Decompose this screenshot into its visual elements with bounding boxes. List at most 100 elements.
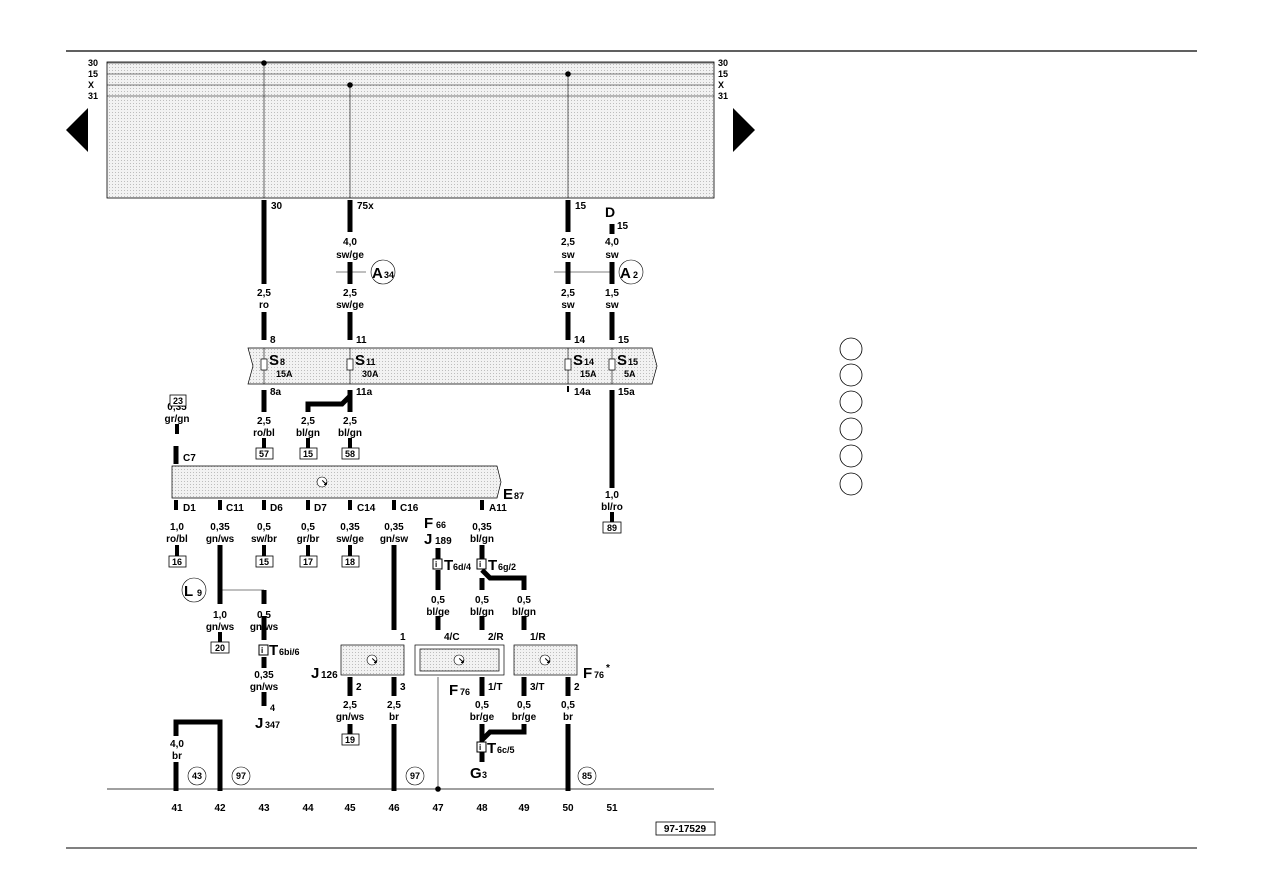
svg-text:2/R: 2/R [488,632,504,643]
svg-text:14: 14 [584,357,594,367]
svg-text:sw: sw [605,300,619,311]
f76-label: F [449,682,458,699]
internal-wires [263,63,569,198]
svg-text:gn/ws: gn/ws [336,712,365,723]
svg-text:S: S [617,352,627,369]
f76-star-icon [539,654,551,666]
svg-text:bl/gn: bl/gn [338,428,362,439]
fuse-input-pins: 8 11 14 15 [270,335,630,346]
lower-component-out-pins: 2 3 1/T 3/T 2 [356,682,580,693]
svg-text:2,5: 2,5 [343,288,357,299]
svg-text:gn/ws: gn/ws [206,534,235,545]
thick-wires-top [173,200,615,488]
svg-text:1,0: 1,0 [213,610,227,621]
ref-circle-85: 85 [577,766,597,786]
plug-t6bi6: i T 6bi/6 [258,642,300,659]
svg-text:T: T [269,642,278,659]
rail-labels-right: 30 15 X 31 [718,58,728,101]
f76-arrow-icon: ↘ [458,656,465,665]
svg-text:15A: 15A [580,369,597,379]
svg-text:8: 8 [270,335,276,346]
ref-circle-43: 43 [187,766,207,786]
svg-text:bl/gn: bl/gn [470,607,494,618]
svg-text:58: 58 [345,449,355,459]
svg-text:48: 48 [476,803,488,814]
fuse-s11: S 11 30A [355,352,379,379]
wire-labels-bottom: 2,5 gn/ws 2,5 br 0,5 br/ge 0,5 br/ge 0,5… [170,700,575,762]
svg-text:A: A [372,265,383,282]
pin-4: 4 [270,703,275,713]
fuse-s8: S 8 15A [269,352,293,379]
svg-text:bl/ro: bl/ro [601,502,623,513]
svg-text:15: 15 [617,221,629,232]
ce-terminal-labels: 30 75x 15 D 15 [271,201,629,232]
ref-stubs-mid [175,424,614,522]
svg-text:br: br [172,751,182,762]
j126-arrow-icon: ↘ [371,656,378,665]
doc-number-box [655,821,716,836]
f66-sub: 66 [436,520,446,530]
f76-icon [453,654,465,666]
svg-text:46: 46 [388,803,400,814]
ref-box-23: 23 [169,394,187,407]
svg-text:0,5: 0,5 [301,522,315,533]
ref-box-20: 20 [210,641,230,654]
e87-pin-stubs [174,500,484,510]
svg-text:31: 31 [718,91,728,101]
svg-text:0,35: 0,35 [167,402,187,413]
svg-text:sw: sw [605,250,619,261]
svg-text:15: 15 [88,69,98,79]
svg-text:1,0: 1,0 [605,490,619,501]
prev-page-arrow-icon[interactable] [66,108,88,152]
svg-text:bl/gn: bl/gn [470,534,494,545]
svg-text:D: D [605,204,615,220]
junction-dots [261,60,571,792]
svg-text:bl/ge: bl/ge [426,607,450,618]
svg-text:gr/gn: gr/gn [165,414,190,425]
svg-text:20: 20 [215,643,225,653]
svg-text:i: i [479,560,481,569]
svg-text:97: 97 [410,771,420,781]
svg-text:D1: D1 [183,503,196,514]
ref-circle-97a: 97 [231,766,251,786]
svg-text:3: 3 [400,682,406,693]
wire-labels-top: 4,0 sw/ge 2,5 sw/ge 2,5 ro 2,5 sw 2,5 sw… [257,237,619,311]
fuse-s14: S 14 15A [573,352,597,379]
svg-text:15A: 15A [276,369,293,379]
e87-pins: D1 C11 D6 D7 C14 C16 A11 [183,503,507,514]
g3-label: G [470,765,482,782]
svg-text:30: 30 [88,58,98,68]
svg-text:1/T: 1/T [488,682,502,693]
f66-label: F [424,515,433,532]
j126-sub: 126 [321,670,338,681]
f76-sub: 76 [460,687,470,697]
ref-box-57: 57 [255,447,274,460]
svg-text:0,5: 0,5 [431,595,445,606]
svg-text:0,35: 0,35 [472,522,492,533]
j126-icon [366,654,378,666]
svg-text:C11: C11 [226,503,244,514]
e87-control-unit-icon [316,476,328,488]
ref-box-89: 89 [602,521,622,534]
svg-text:0,5: 0,5 [517,700,531,711]
svg-text:2,5: 2,5 [343,416,357,427]
svg-text:0,35: 0,35 [210,522,230,533]
svg-text:15: 15 [303,449,313,459]
track-numbers: 41 42 43 44 45 46 47 48 49 50 51 [171,803,618,814]
e87-sub: 87 [514,491,524,501]
svg-text:43: 43 [192,771,202,781]
svg-text:50: 50 [562,803,574,814]
svg-text:15a: 15a [618,387,635,398]
svg-text:2,5: 2,5 [257,288,271,299]
svg-text:2: 2 [633,270,638,280]
svg-text:X: X [88,80,94,90]
pin-c7: C7 [183,453,196,464]
svg-text:14a: 14a [574,387,591,398]
svg-text:bl/gn: bl/gn [296,428,320,439]
ref-box-17: 17 [299,555,318,568]
svg-text:30: 30 [271,201,283,212]
svg-text:2,5: 2,5 [387,700,401,711]
next-page-arrow-icon[interactable] [733,108,755,152]
svg-text:45: 45 [344,803,356,814]
